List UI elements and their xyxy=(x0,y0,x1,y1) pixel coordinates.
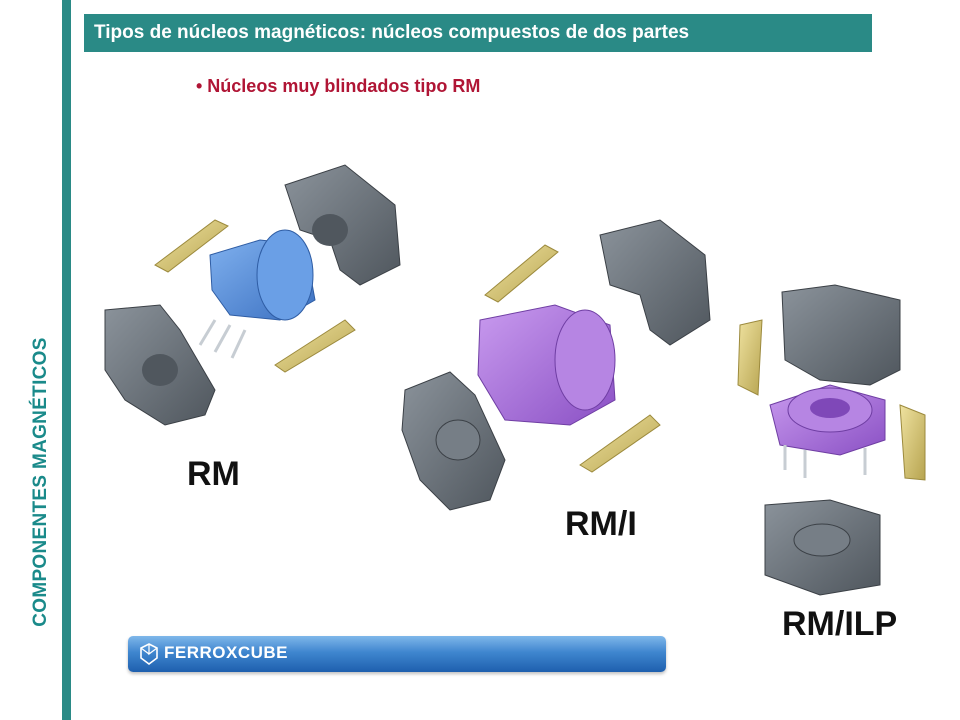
ferroxcube-cube-icon xyxy=(140,643,158,665)
rmi-assembly xyxy=(401,219,711,511)
rmilp-clip-left xyxy=(737,319,763,396)
rmilp-bobbin-hole xyxy=(810,398,850,418)
rmi-clip-top xyxy=(484,244,559,303)
rm-assembly xyxy=(104,164,401,426)
label-rmilp: RM/ILP xyxy=(782,605,898,643)
rmilp-clip-right xyxy=(899,404,926,481)
ferroxcube-logo-bar: FERROXCUBE xyxy=(128,636,666,672)
rm-core-bottom-hole xyxy=(142,354,178,386)
rm-core-top-hole xyxy=(312,214,348,246)
rm-clip-top xyxy=(154,219,229,273)
slide-title: Tipos de núcleos magnéticos: núcleos com… xyxy=(84,14,872,52)
rmi-core-top xyxy=(599,219,711,346)
side-accent-bar xyxy=(62,0,71,720)
rm-bobbin-flange xyxy=(256,229,314,321)
ferroxcube-logo-text: FERROXCUBE xyxy=(164,643,289,662)
rmilp-core-bottom-post xyxy=(793,523,851,557)
rm-clip-bottom xyxy=(274,319,356,373)
rmilp-core-top xyxy=(781,284,901,386)
rmilp-assembly xyxy=(737,284,926,596)
label-rm: RM xyxy=(187,455,240,493)
label-rmi: RM/I xyxy=(565,505,637,543)
rmi-bobbin-flange xyxy=(554,309,616,411)
bullet-text: • Núcleos muy blindados tipo RM xyxy=(196,76,481,96)
rmi-clip-bottom xyxy=(579,414,661,473)
rmi-core-bottom-post xyxy=(435,419,481,461)
